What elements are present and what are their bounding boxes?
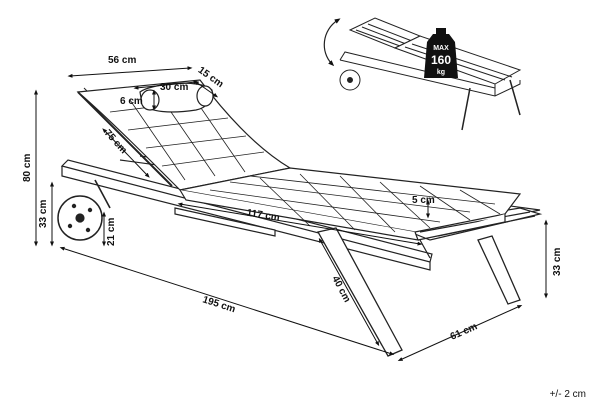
dim-pillow-height: 6 cm <box>120 96 143 107</box>
rotate-arrow-icon <box>323 18 341 67</box>
dimension-lines <box>34 66 548 362</box>
badge-max-label: MAX <box>433 45 449 52</box>
dim-total-length: 195 cm <box>201 294 237 315</box>
badge-unit: kg <box>437 69 445 76</box>
dim-front-height: 33 cm <box>552 248 563 276</box>
dim-seat-length: 117 cm <box>246 208 281 224</box>
badge-load-value: 160 <box>431 53 451 67</box>
dim-cushion-thickness: 5 cm <box>412 195 435 206</box>
dim-frame-height: 33 cm <box>38 200 49 228</box>
inset-lounger-illustration <box>323 17 522 131</box>
dim-pillow-length: 30 cm <box>160 82 188 93</box>
tolerance-note: +/- 2 cm <box>549 389 586 400</box>
dim-backrest-width: 56 cm <box>108 55 136 66</box>
dim-depth-right: 61 cm <box>449 321 479 343</box>
dim-wheel-diameter: 21 cm <box>106 218 117 246</box>
dim-total-height: 80 cm <box>22 154 33 182</box>
max-load-badge: MAX 160 kg <box>424 28 458 78</box>
